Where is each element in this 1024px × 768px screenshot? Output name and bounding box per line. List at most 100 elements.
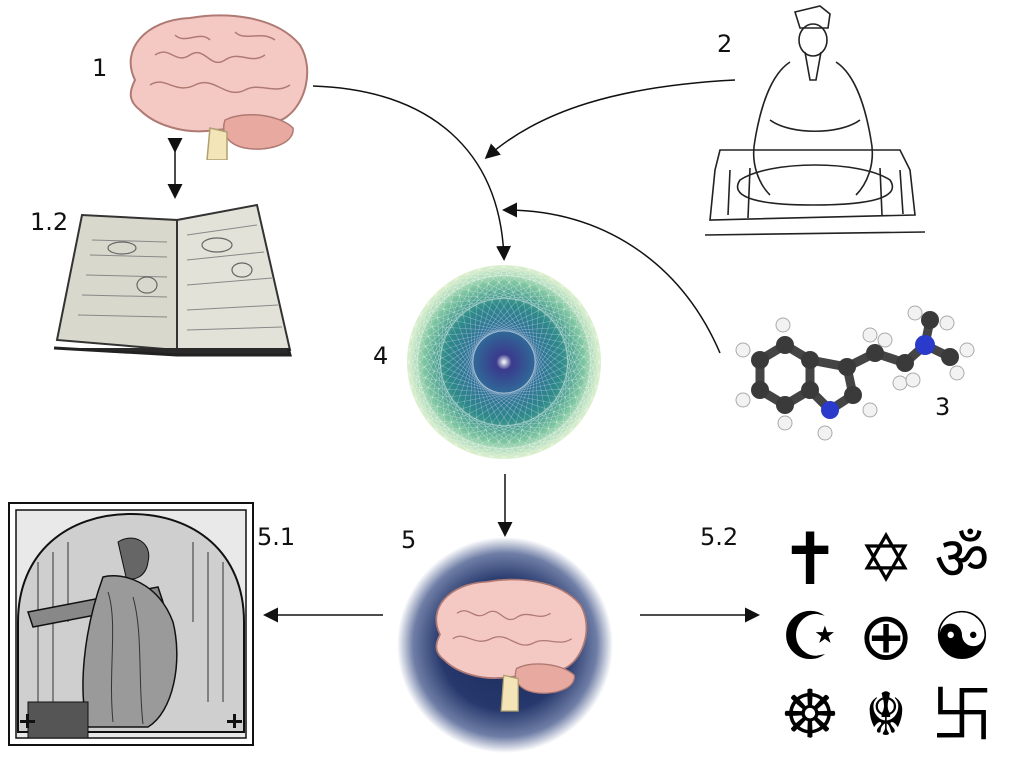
mandala-chord bbox=[410, 337, 429, 421]
mandala-chord bbox=[445, 409, 588, 439]
mandala-chord bbox=[540, 273, 588, 411]
label-4: 4 bbox=[373, 342, 389, 370]
arrow-sage-to-mandala bbox=[484, 79, 736, 159]
mandala-chord bbox=[571, 349, 600, 430]
mandala-chord bbox=[455, 278, 492, 458]
mandala-chord bbox=[415, 386, 597, 400]
mandala-chord bbox=[528, 269, 593, 326]
mandala-chord bbox=[407, 361, 517, 458]
mandala-chord bbox=[415, 313, 422, 399]
mandala-chord bbox=[466, 269, 480, 451]
mandala-icon bbox=[407, 265, 601, 459]
mandala-chord bbox=[436, 293, 581, 304]
label-5: 5 bbox=[401, 526, 417, 554]
mandala-chord bbox=[478, 303, 581, 455]
mandala-chord bbox=[420, 374, 600, 411]
mandala-chord bbox=[503, 265, 563, 439]
mandala-chord bbox=[427, 265, 505, 304]
yin-yang-icon: ☯ bbox=[932, 598, 992, 675]
mandala-chord bbox=[436, 429, 517, 458]
khanda-icon: ☬ bbox=[864, 680, 908, 750]
mandala-chord bbox=[455, 444, 541, 451]
mandala-chord bbox=[466, 273, 480, 455]
mandala-chord bbox=[435, 293, 600, 375]
mandala-chord bbox=[411, 336, 563, 439]
mandala-chord bbox=[411, 273, 468, 338]
mandala-chord bbox=[516, 266, 588, 315]
mandala-chord bbox=[415, 269, 480, 399]
mandala-chord bbox=[562, 361, 601, 439]
mandala-chord bbox=[503, 349, 600, 459]
mandala-chord bbox=[420, 313, 541, 451]
mandala-chord bbox=[427, 361, 601, 421]
label-5-1: 5.1 bbox=[257, 523, 296, 551]
mandala-chord bbox=[408, 374, 530, 455]
mandala-chord bbox=[516, 278, 553, 458]
mandala-chord bbox=[455, 266, 492, 446]
mandala-chord bbox=[435, 266, 517, 431]
mandala-chord bbox=[478, 269, 600, 350]
mandala-chord bbox=[445, 336, 597, 439]
mandala-chord bbox=[467, 313, 588, 451]
mandala-chord bbox=[408, 293, 573, 375]
mandala-chord bbox=[491, 361, 601, 458]
swastika-icon: 卐 bbox=[930, 678, 993, 751]
molecule-icon bbox=[735, 305, 975, 441]
mandala-chord bbox=[516, 409, 588, 458]
mandala-chord bbox=[528, 273, 542, 455]
mandala-chord bbox=[420, 313, 468, 451]
mandala-chord bbox=[408, 349, 437, 430]
mandala-chord bbox=[415, 398, 553, 446]
mandala-chord bbox=[411, 386, 541, 451]
mandala-chord bbox=[420, 409, 563, 439]
mandala-chord bbox=[408, 269, 530, 350]
mandala-chord bbox=[435, 285, 446, 430]
mandala-chord bbox=[427, 278, 457, 421]
mandala-chord bbox=[427, 303, 457, 446]
mandala-chord bbox=[435, 293, 517, 458]
mandala-chord bbox=[540, 313, 588, 451]
mandala-chord bbox=[427, 293, 572, 304]
mandala-chord bbox=[540, 273, 597, 338]
mandala-chord bbox=[415, 278, 553, 326]
mandala-chord bbox=[411, 386, 593, 400]
mandala-chord bbox=[408, 294, 437, 375]
mandala-chord bbox=[407, 361, 581, 421]
dharma-wheel-icon: ☸ bbox=[780, 676, 840, 753]
meditating-sage-icon bbox=[704, 5, 926, 236]
mandala-chord bbox=[503, 265, 581, 304]
mandala-chord bbox=[427, 420, 505, 459]
mandala-chord bbox=[445, 285, 588, 315]
mandala-chord bbox=[551, 278, 600, 350]
mandala-chord bbox=[407, 361, 446, 439]
mandala-chord bbox=[467, 273, 588, 411]
mandala-chord bbox=[427, 303, 601, 363]
mandala-chord bbox=[516, 266, 553, 446]
mandala-chord bbox=[586, 325, 593, 411]
brain-icon bbox=[129, 14, 309, 160]
mandala-chord bbox=[455, 398, 593, 446]
mandala-chord bbox=[503, 285, 563, 459]
mandala-chord bbox=[408, 349, 505, 459]
mandala-chord bbox=[478, 269, 581, 421]
mandala-chord bbox=[467, 273, 597, 338]
arrow-brain-to-mandala bbox=[312, 85, 512, 261]
mandala-chord bbox=[411, 386, 468, 451]
mandala-chord bbox=[491, 266, 573, 431]
mandala-chord bbox=[478, 374, 600, 455]
mandala-chord bbox=[540, 386, 597, 451]
mandala-chord bbox=[420, 273, 468, 411]
mandala-chord bbox=[427, 269, 530, 421]
mandala-chord bbox=[411, 266, 492, 388]
mandala-chord bbox=[420, 266, 492, 315]
mandala-chord bbox=[491, 266, 572, 295]
mandala-chord bbox=[415, 325, 480, 455]
mandala-chord bbox=[407, 303, 581, 363]
mandala-chord bbox=[579, 303, 598, 387]
mandala-chord bbox=[415, 325, 553, 446]
mandala-chord bbox=[562, 285, 601, 363]
mandala-chord bbox=[435, 349, 600, 431]
mandala-chord bbox=[445, 437, 529, 456]
mandala-chord bbox=[562, 294, 573, 439]
mandala-chord bbox=[427, 303, 530, 455]
